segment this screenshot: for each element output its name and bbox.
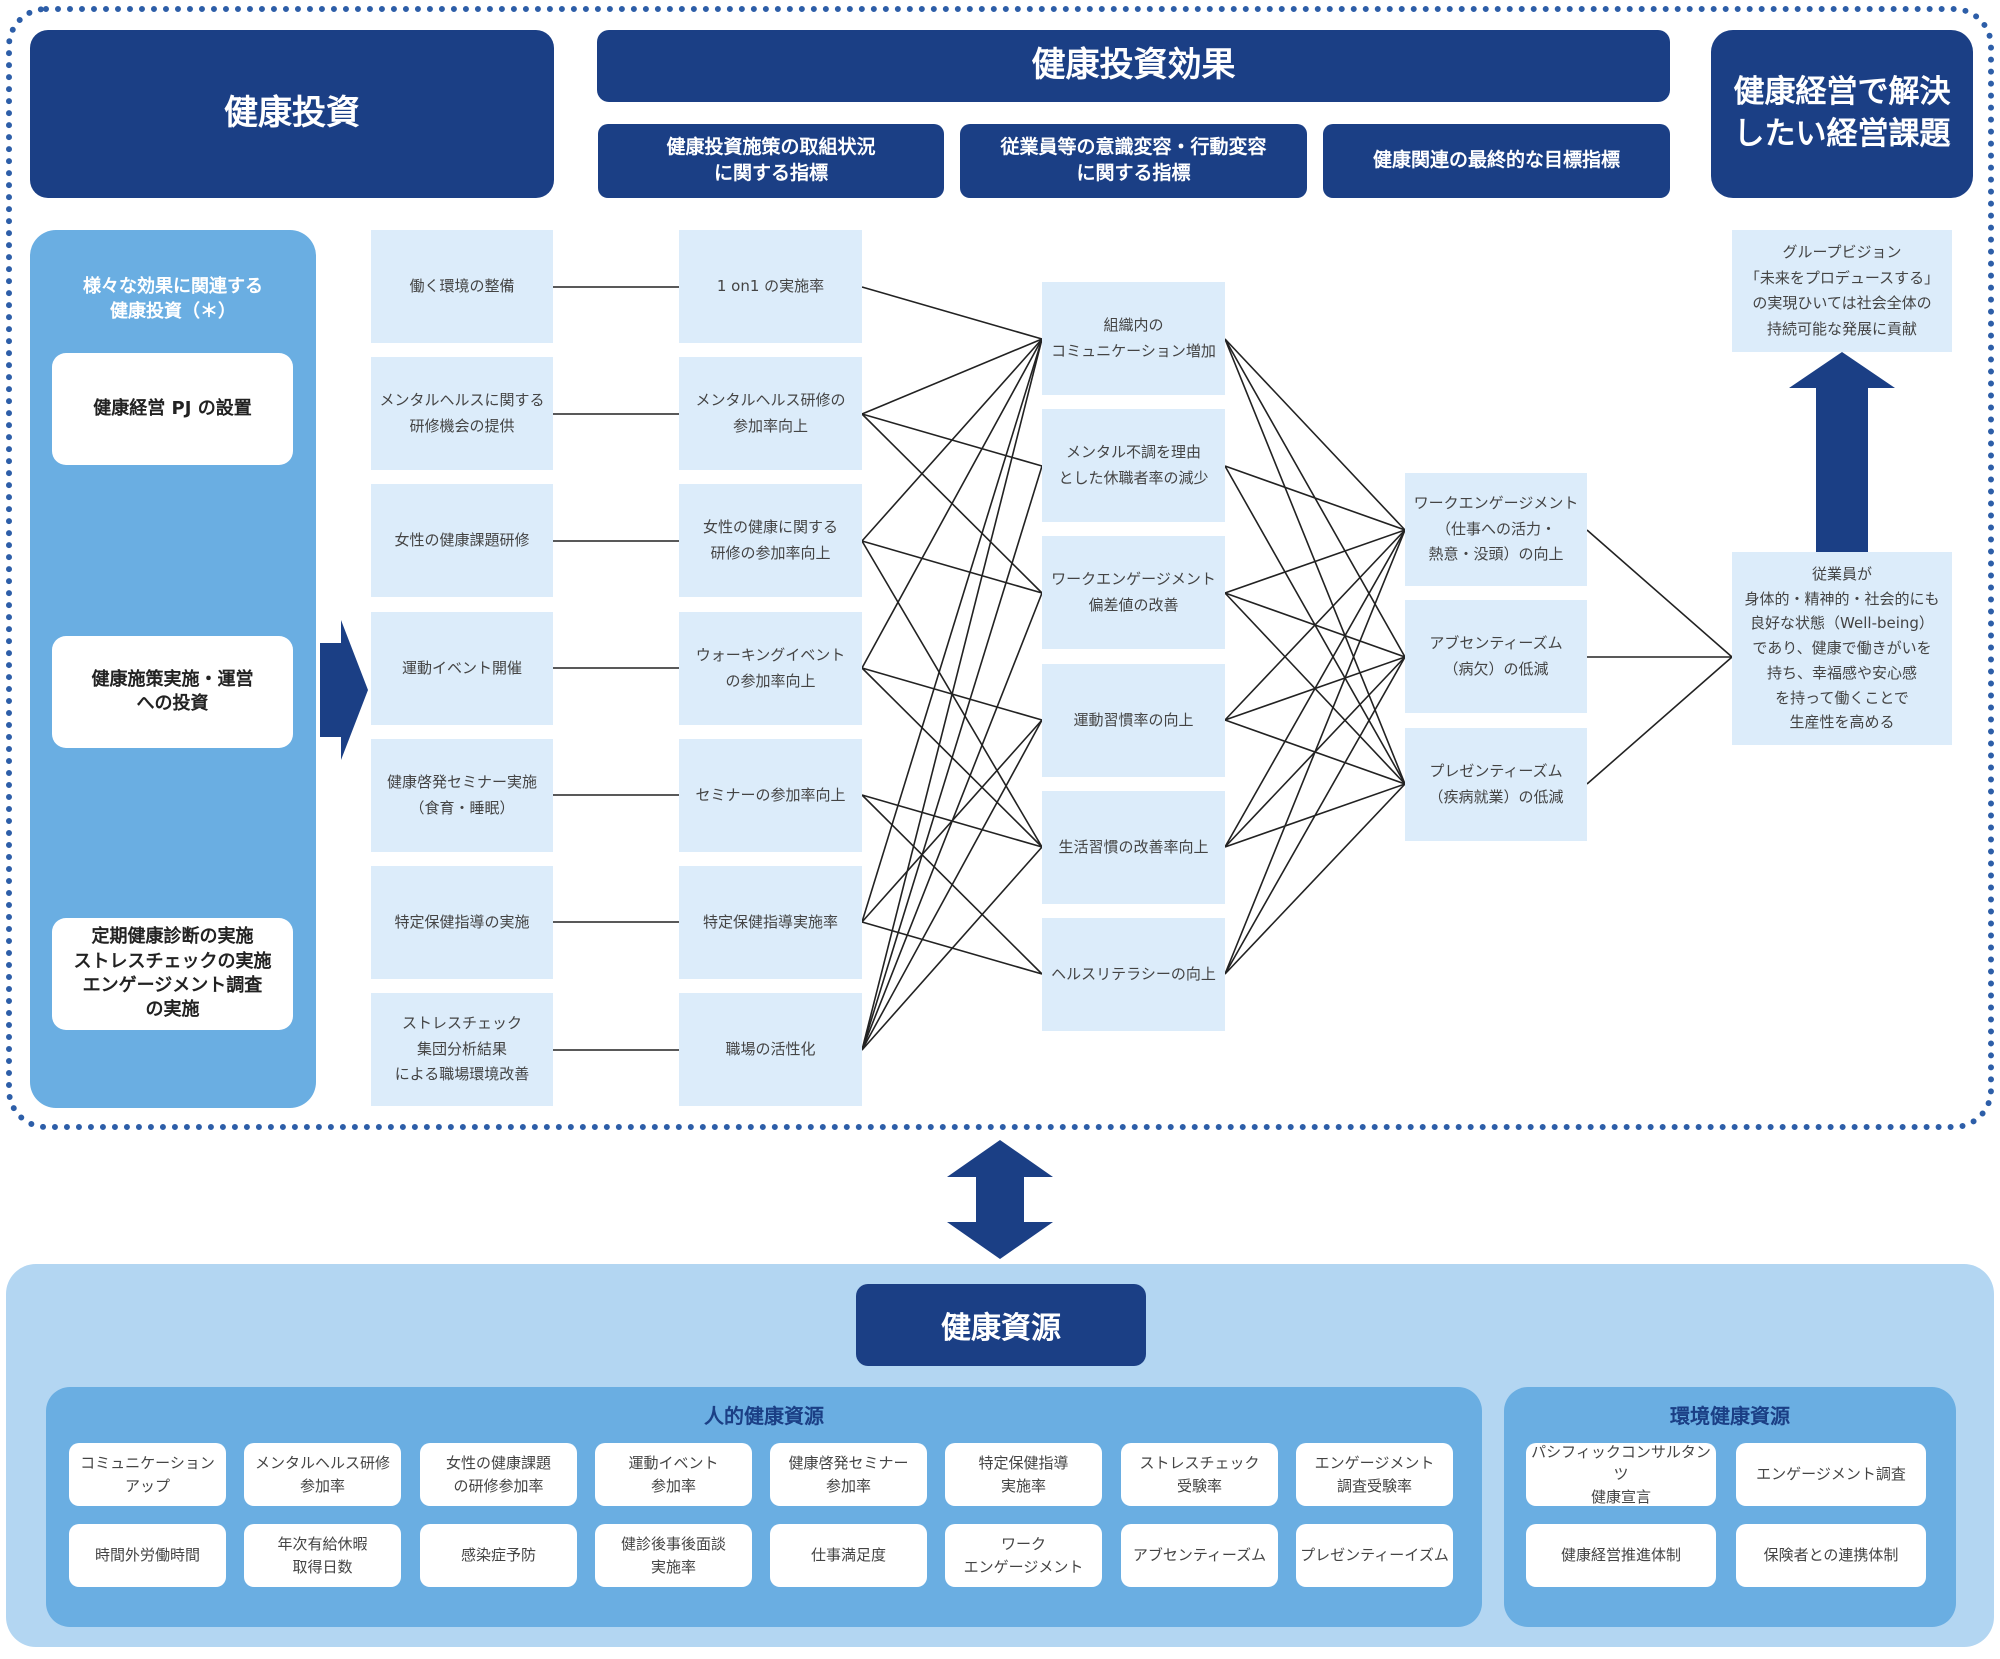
human-resource-item: プレゼンティーイズム [1296, 1524, 1453, 1587]
connector-line [1586, 656, 1733, 785]
human-resource-item: 年次有給休暇 取得日数 [244, 1524, 401, 1587]
human-resource-item: エンゲージメント 調査受験率 [1296, 1443, 1453, 1506]
goal-absenteeism: アブセンティーズム （病欠）の低減 [1405, 600, 1587, 713]
human-resource-item: 女性の健康課題 の研修参加率 [420, 1443, 577, 1506]
behavior-communication: 組織内の コミュニケーション増加 [1042, 282, 1225, 395]
human-resources-title: 人的健康資源 [704, 1404, 824, 1428]
measure-exercise-event: 運動イベント開催 [371, 612, 553, 725]
connector-line [861, 286, 1043, 340]
connector-line [861, 540, 1043, 594]
connector-line [1224, 529, 1406, 975]
indicator-workplace-vitality: 職場の活性化 [679, 993, 862, 1106]
connector-line [861, 719, 1043, 1051]
health-resources-title: 健康資源 [856, 1284, 1146, 1366]
group-vision: グループビジョン 「未来をプロデュースする」 の実現ひいては社会全体の 持続可能… [1732, 230, 1952, 352]
indicator-mental-training: メンタルヘルス研修の 参加率向上 [679, 357, 862, 470]
env-resource-item: パシフィックコンサルタンツ 健康宣言 [1526, 1443, 1716, 1506]
connector-line [861, 338, 1043, 923]
goal-presenteeism: プレゼンティーズム （疾病就業）の低減 [1405, 728, 1587, 841]
connector-line [861, 338, 1043, 542]
header-business-issue: 健康経営で解決 したい経営課題 [1711, 30, 1973, 198]
indicator-women-training: 女性の健康に関する 研修の参加率向上 [679, 484, 862, 597]
human-resource-item: ストレスチェック 受験率 [1121, 1443, 1278, 1506]
double-arrow-icon [947, 1140, 1053, 1259]
goal-work-engagement: ワークエンゲージメント （仕事への活力・ 熱意・没頭）の向上 [1405, 473, 1587, 586]
connector-line [1224, 338, 1406, 531]
behavior-lifestyle: 生活習慣の改善率向上 [1042, 791, 1225, 904]
indicator-health-guidance: 特定保健指導実施率 [679, 866, 862, 979]
behavior-engagement-score: ワークエンゲージメント 偏差値の改善 [1042, 536, 1225, 649]
header-effect: 健康投資効果 [597, 30, 1670, 102]
investment-item-pj: 健康経営 PJ の設置 [52, 353, 293, 465]
human-resource-item: 仕事満足度 [770, 1524, 927, 1587]
human-resource-item: ワーク エンゲージメント [945, 1524, 1102, 1587]
up-arrow-icon [1789, 352, 1895, 552]
human-resource-item: メンタルヘルス研修 参加率 [244, 1443, 401, 1506]
employee-wellbeing: 従業員が 身体的・精神的・社会的にも 良好な状態（Well-being） であり… [1732, 552, 1952, 745]
header-investment: 健康投資 [30, 30, 554, 198]
measure-stress-check: ストレスチェック 集団分析結果 による職場環境改善 [371, 993, 553, 1106]
human-resources-group [46, 1387, 1482, 1627]
measure-seminar: 健康啓発セミナー実施 （食育・睡眠） [371, 739, 553, 852]
investment-panel-caption: 様々な効果に関連する 健康投資（＊） [83, 276, 263, 323]
connector-line [861, 465, 1043, 1051]
human-resource-item: 健診後事後面談 実施率 [595, 1524, 752, 1587]
connector-line [861, 846, 1043, 1051]
human-resource-item: コミュニケーション アップ [69, 1443, 226, 1506]
right-arrow-icon [320, 620, 368, 760]
human-resource-item: 時間外労働時間 [69, 1524, 226, 1587]
investment-effect-frame [6, 6, 1994, 1130]
human-resource-item: 運動イベント 参加率 [595, 1443, 752, 1506]
behavior-exercise-habit: 運動習慣率の向上 [1042, 664, 1225, 777]
human-resource-item: 健康啓発セミナー 参加率 [770, 1443, 927, 1506]
connector-line [861, 338, 1043, 1051]
behavior-leave-rate: メンタル不調を理由 とした休職者率の減少 [1042, 409, 1225, 522]
measure-women-health: 女性の健康課題研修 [371, 484, 553, 597]
connector-line [861, 338, 1043, 415]
header-effect-sub-3: 健康関連の最終的な目標指標 [1323, 124, 1670, 198]
measure-health-guidance: 特定保健指導の実施 [371, 866, 553, 979]
connector-line [1224, 529, 1406, 721]
indicator-1on1: 1 on1 の実施率 [679, 230, 862, 343]
env-resources-group [1504, 1387, 1956, 1627]
header-effect-sub-1: 健康投資施策の取組状況 に関する指標 [598, 124, 944, 198]
connector-line [1224, 529, 1406, 848]
connector-line [1224, 656, 1406, 975]
indicator-walking-event: ウォーキングイベント の参加率向上 [679, 612, 862, 725]
connector-line [861, 592, 1043, 1051]
connector-line [1586, 529, 1733, 658]
measure-workplace-env: 働く環境の整備 [371, 230, 553, 343]
behavior-health-literacy: ヘルスリテラシーの向上 [1042, 918, 1225, 1031]
env-resource-item: エンゲージメント調査 [1736, 1443, 1926, 1506]
connector-line [861, 338, 1043, 669]
investment-item-operation: 健康施策実施・運営 への投資 [52, 636, 293, 748]
connector-line [1224, 465, 1406, 531]
human-resource-item: アブセンティーズム [1121, 1524, 1278, 1587]
measure-mental-training: メンタルヘルスに関する 研修機会の提供 [371, 357, 553, 470]
connector-line [1224, 529, 1406, 594]
investment-item-checkups: 定期健康診断の実施 ストレスチェックの実施 エンゲージメント調査 の実施 [52, 918, 293, 1030]
header-effect-sub-2: 従業員等の意識変容・行動変容 に関する指標 [960, 124, 1307, 198]
indicator-seminar: セミナーの参加率向上 [679, 739, 862, 852]
human-resource-item: 特定保健指導 実施率 [945, 1443, 1102, 1506]
connector-line [1224, 783, 1406, 975]
env-resources-title: 環境健康資源 [1670, 1404, 1790, 1428]
human-resource-item: 感染症予防 [420, 1524, 577, 1587]
env-resource-item: 健康経営推進体制 [1526, 1524, 1716, 1587]
env-resource-item: 保険者との連携体制 [1736, 1524, 1926, 1587]
